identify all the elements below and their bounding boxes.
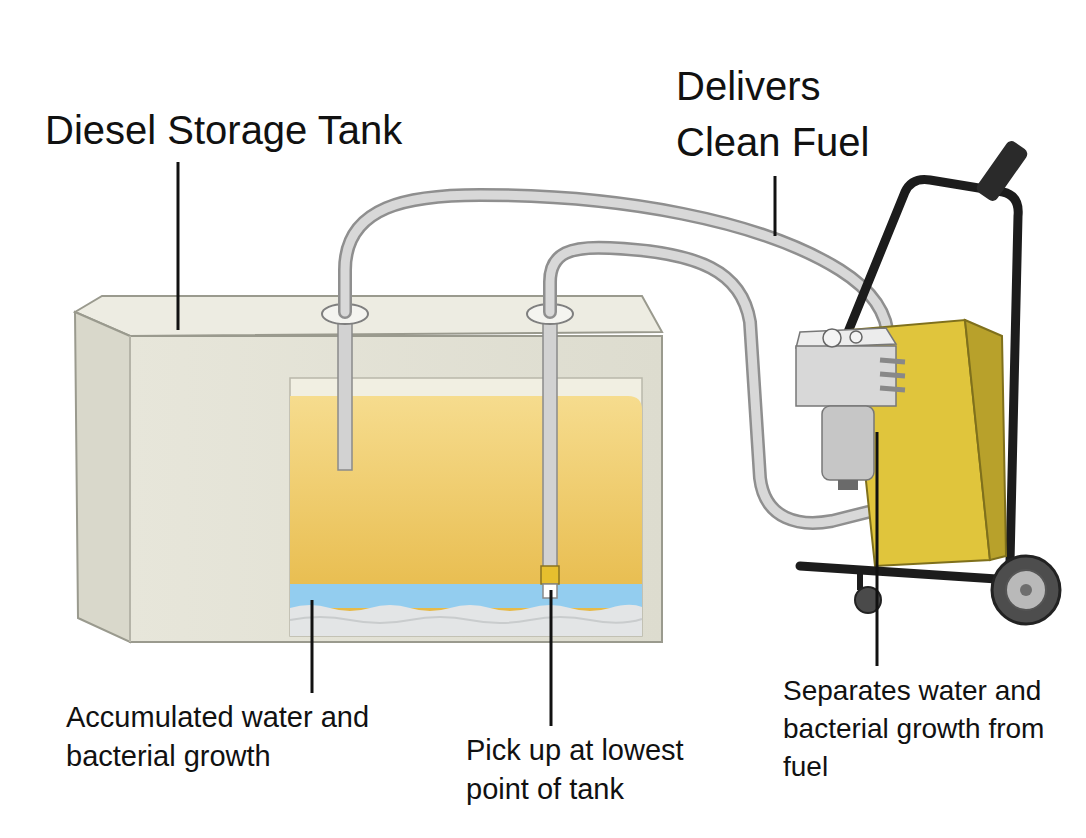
callout-label: Accumulated water and bacterial growth: [66, 698, 436, 776]
leader-lines: [178, 162, 877, 726]
callout-label: Diesel Storage Tank: [45, 106, 475, 154]
storage-tank: [75, 296, 662, 642]
hoses: [345, 195, 956, 523]
callout-label: Pick up at lowest point of tank: [466, 731, 721, 809]
callout-label: Delivers Clean Fuel: [676, 58, 896, 170]
callout-label: Separates water and bacterial growth fro…: [783, 672, 1081, 785]
polishing-cart: [796, 139, 1060, 624]
